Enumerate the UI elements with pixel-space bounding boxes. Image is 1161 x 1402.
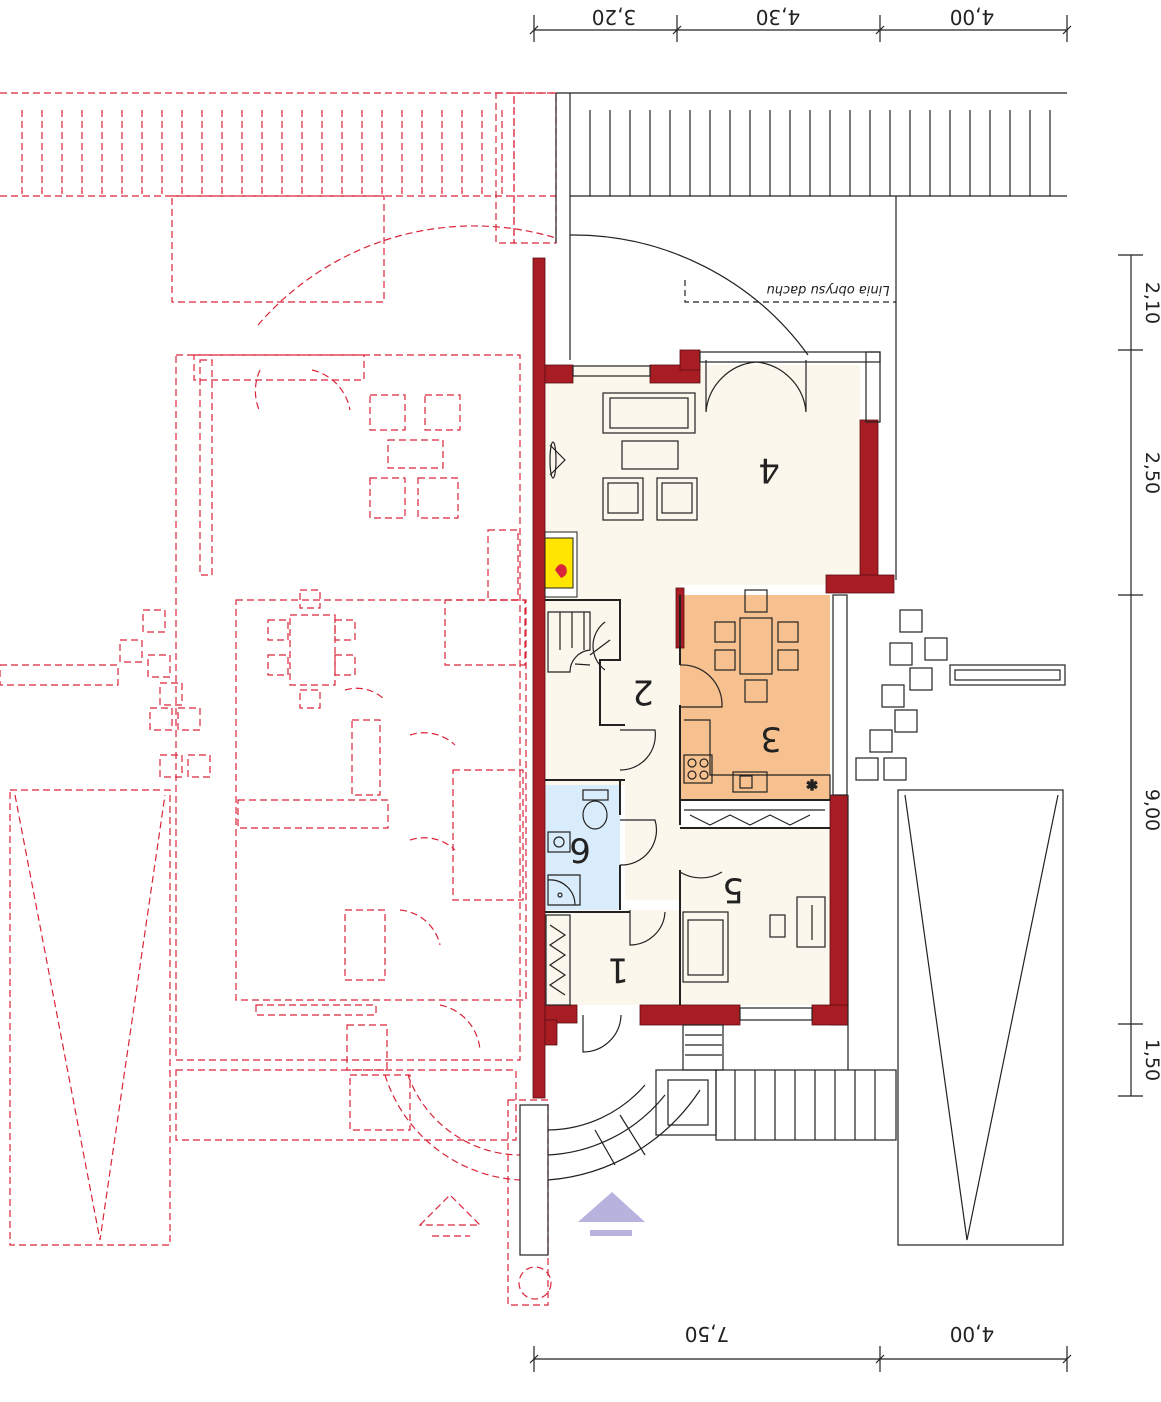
dining-furniture: ✱ [683, 589, 831, 801]
room-6-fill [545, 785, 620, 910]
room-number-1: 1 [607, 950, 629, 990]
room-number-5: 5 [722, 870, 744, 910]
entrance-steps [519, 1024, 897, 1256]
garage-outline [847, 664, 1066, 1246]
dim-top-2: 4,30 [756, 5, 801, 29]
windows [572, 351, 881, 1021]
room-1-fill [545, 910, 680, 1005]
room-3-fill [680, 595, 830, 800]
living-room-furniture [549, 392, 698, 521]
dim-bottom-1: 7,50 [685, 1322, 730, 1346]
dim-right-3: 9,00 [1141, 789, 1161, 831]
dimension-top [529, 15, 1072, 42]
room-number-3: 3 [760, 719, 782, 759]
room-number-6: 6 [569, 830, 591, 870]
bathroom-fixtures [547, 789, 609, 906]
entrance-arrow-icon [578, 1192, 645, 1236]
room-5-fill [680, 828, 830, 1005]
dim-top-1: 3,20 [592, 5, 637, 29]
roof-line-label: Linia obrysu dachu [766, 282, 889, 297]
dimension-right [1118, 254, 1143, 1097]
walls [532, 257, 895, 1099]
stepping-stones [855, 609, 948, 781]
dim-right-2: 2,50 [1141, 452, 1161, 494]
room-fills [545, 365, 860, 1005]
stairs [547, 611, 611, 673]
dim-right-1: 2,10 [1141, 282, 1161, 324]
dim-bottom-2: 4,00 [950, 1322, 995, 1346]
dim-top-3: 4,00 [950, 5, 995, 29]
svg-text:✱: ✱ [806, 778, 818, 794]
fireplace [544, 531, 578, 598]
room-number-4: 4 [758, 450, 780, 490]
hall-wardrobe [545, 914, 571, 1006]
dimension-bottom [529, 1346, 1072, 1372]
room-4-fill [545, 365, 860, 585]
neighbor-house-outline [0, 92, 557, 1306]
carport-roof [555, 92, 1067, 580]
dim-right-4: 1,50 [1141, 1039, 1161, 1081]
room-number-2: 2 [632, 672, 654, 712]
doors [582, 360, 807, 1053]
room-5-furniture [682, 809, 826, 983]
